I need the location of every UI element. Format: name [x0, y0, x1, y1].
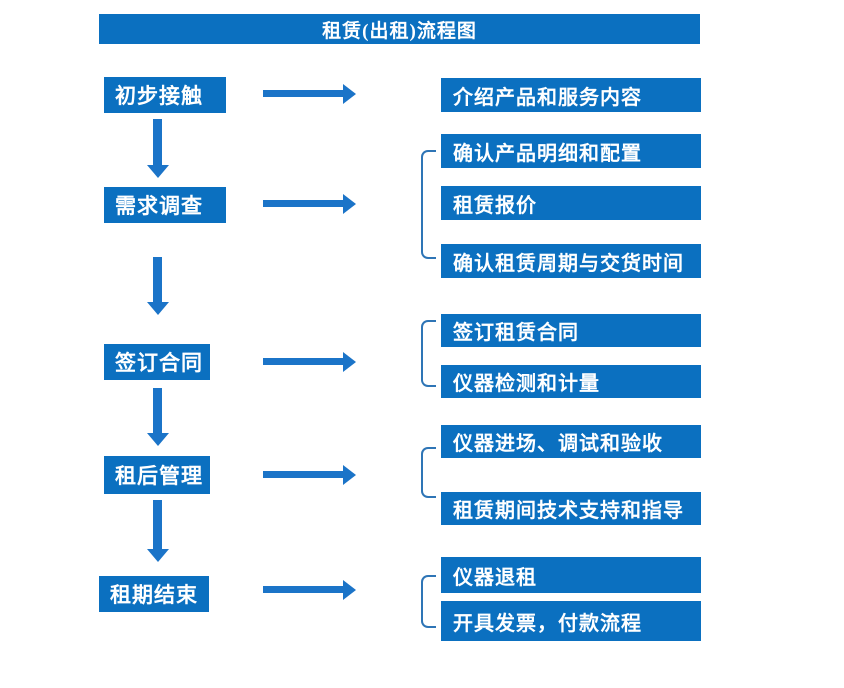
arrow-right-icon [263, 90, 343, 97]
step-box-rental-end: 租期结束 [99, 576, 209, 612]
detail-box: 签订租赁合同 [441, 314, 701, 347]
detail-box: 租赁期间技术支持和指导 [441, 492, 701, 525]
step-label: 初步接触 [115, 84, 203, 108]
step-box-sign-contract: 签订合同 [104, 344, 210, 380]
detail-label: 仪器进场、调试和验收 [453, 433, 663, 455]
arrow-right-icon [263, 200, 343, 207]
detail-label: 租赁报价 [453, 194, 537, 217]
step-label: 需求调查 [115, 194, 203, 218]
arrow-right-icon [263, 471, 343, 478]
detail-label: 确认产品明细和配置 [453, 142, 642, 165]
detail-box: 仪器进场、调试和验收 [441, 425, 701, 458]
bracket-connector-icon [421, 447, 436, 498]
detail-box: 租赁报价 [441, 186, 701, 220]
detail-box: 仪器检测和计量 [441, 365, 701, 398]
step-label: 租后管理 [115, 464, 203, 488]
step-box-post-rental-management: 租后管理 [104, 456, 210, 494]
arrow-right-icon [263, 358, 343, 365]
arrow-down-icon [153, 500, 162, 549]
detail-label: 开具发票，付款流程 [453, 612, 642, 635]
detail-box: 开具发票，付款流程 [441, 601, 701, 641]
arrow-down-icon [153, 257, 162, 302]
detail-label: 介绍产品和服务内容 [453, 86, 642, 109]
detail-box: 确认产品明细和配置 [441, 134, 701, 168]
flowchart-title: 租赁(出租)流程图 [99, 14, 700, 44]
detail-box: 仪器退租 [441, 557, 701, 593]
step-box-demand-survey: 需求调查 [104, 187, 226, 223]
arrow-down-icon [153, 119, 162, 165]
step-box-initial-contact: 初步接触 [104, 77, 226, 113]
detail-label: 确认租赁周期与交货时间 [453, 252, 684, 275]
bracket-connector-icon [421, 320, 436, 387]
detail-label: 租赁期间技术支持和指导 [453, 500, 684, 522]
detail-box: 介绍产品和服务内容 [441, 78, 701, 112]
detail-label: 仪器退租 [453, 566, 537, 589]
detail-label: 仪器检测和计量 [453, 373, 600, 395]
step-label: 签订合同 [115, 351, 203, 375]
detail-box: 确认租赁周期与交货时间 [441, 244, 701, 278]
flowchart-title-label: 租赁(出租)流程图 [322, 20, 477, 42]
arrow-right-icon [263, 586, 343, 593]
bracket-connector-icon [421, 150, 436, 259]
bracket-connector-icon [421, 575, 436, 628]
arrow-down-icon [153, 388, 162, 433]
detail-label: 签订租赁合同 [453, 322, 579, 344]
step-label: 租期结束 [110, 583, 198, 607]
